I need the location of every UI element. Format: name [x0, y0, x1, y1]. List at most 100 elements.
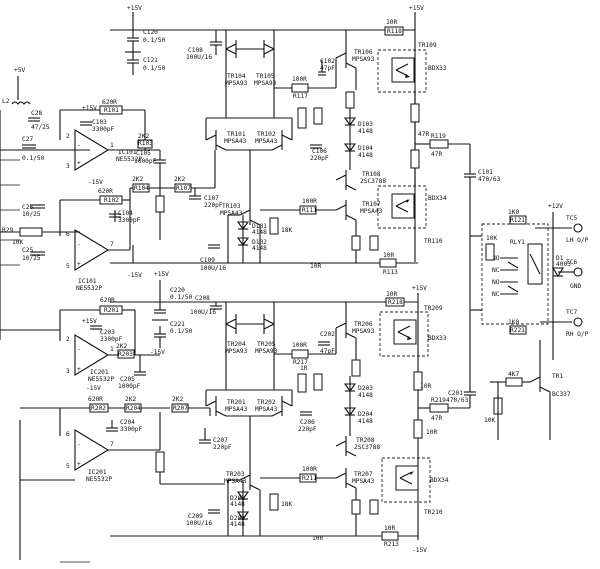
svg-text:R113: R113 — [383, 269, 398, 276]
res-val: 620R — [98, 188, 113, 195]
diode-part: 4148 — [252, 229, 267, 236]
cap-c108: C108 100U/16 — [186, 30, 222, 61]
resistor-r101: 620R R101 — [99, 99, 123, 115]
tr-part: 2SC3788 — [360, 178, 386, 185]
rail-label: -15V — [150, 349, 165, 356]
cap-ref: C201 — [448, 390, 463, 397]
cap-val: 100U/16 — [186, 54, 212, 61]
opamp-ic101-mid: - + 6 5 7 IC101 NE5532P — [66, 229, 114, 292]
svg-text:-: - — [77, 241, 81, 248]
tr-part: MPSA93 — [352, 56, 375, 63]
diode-ref: D101 — [252, 223, 267, 230]
tr-ref: TR104 — [227, 73, 246, 80]
transistor-tr210: TR210 BDX34 — [381, 457, 449, 516]
tr-ref: TR207 — [354, 471, 373, 478]
cap-ref: C105 — [136, 150, 151, 157]
cap-val: 1000pF — [134, 158, 157, 165]
terminal-ref: TC7 — [566, 309, 577, 316]
cap-ref: C107 — [204, 195, 219, 202]
svg-text:R121: R121 — [510, 217, 525, 224]
svg-text:10R: 10R — [426, 429, 437, 436]
resistor-r29: R29 10K — [0, 227, 80, 246]
transistor-tr202: TR202 MPSA43 — [255, 396, 293, 417]
svg-text:R111: R111 — [302, 207, 317, 214]
diode-d103: D103 4148 — [343, 117, 373, 135]
cap-c102: C102 47pF — [318, 58, 335, 76]
input-section-left: +5V L2 — [0, 67, 90, 340]
cap-c205: C205 1000pF — [118, 355, 146, 390]
svg-text:3: 3 — [66, 368, 70, 375]
cap-val: 220pF — [310, 155, 329, 162]
svg-text:R203: R203 — [118, 351, 133, 358]
tr-part: MPSA93 — [352, 328, 375, 335]
svg-text:7: 7 — [110, 441, 114, 448]
cap-val: 220pF — [213, 444, 232, 451]
cap-val: 470/63 — [478, 176, 501, 183]
res-val: 100R — [292, 342, 307, 349]
res-val: 100R — [292, 76, 307, 83]
rail-label: +15V — [409, 5, 424, 12]
diode-d204: D204 4148 — [343, 407, 373, 425]
cap-val: 0.1/50 — [22, 155, 45, 162]
tr-ref: TR108 — [362, 171, 381, 178]
inductor-label: L2 — [2, 98, 10, 105]
tr-ref: TR201 — [227, 399, 246, 406]
cap-c27: C27 0.1/50 — [22, 136, 45, 162]
res-val: 2K2 — [125, 396, 136, 403]
svg-text:2: 2 — [66, 336, 70, 343]
transistor-tr105: TR105 MPSA93 — [254, 30, 277, 87]
tr-part: BDX34 — [430, 477, 449, 484]
tr-part: MPSA43 — [225, 406, 248, 413]
cap-ref: C205 — [120, 376, 135, 383]
cap-ref: C206 — [300, 419, 315, 426]
terminal-tc7: TC7 RH O/P — [566, 309, 589, 338]
cap-c201: C201 470/63 — [446, 380, 476, 408]
svg-text:R118: R118 — [387, 28, 402, 35]
transistor-tr102: TR102 MPSA43 — [255, 130, 293, 151]
svg-text:3: 3 — [66, 163, 70, 170]
tr-ref: TR203 — [226, 471, 245, 478]
terminal-label: RH O/P — [566, 331, 589, 338]
tr-part: MPSA43 — [255, 406, 278, 413]
cap-ref: C120 — [143, 29, 158, 36]
svg-text:10R: 10R — [310, 263, 321, 270]
cap-c105: C105 1000pF — [134, 150, 166, 165]
res-val: 47R — [431, 415, 442, 422]
diode-d101: D101 4148 — [236, 221, 267, 236]
svg-text:6: 6 — [66, 231, 70, 238]
diode-d102: D102 4148 — [236, 237, 267, 252]
svg-text:+15V: +15V — [82, 105, 97, 112]
terminal-ref: TC6 — [566, 259, 577, 266]
cap-ref: C108 — [188, 47, 203, 54]
cap-c107: C107 220pF — [189, 188, 223, 209]
diode-ref: D203 — [358, 385, 373, 392]
cap-val: 100U/16 — [186, 520, 212, 527]
svg-text:-: - — [77, 441, 81, 448]
cap-val: 100U/16 — [200, 265, 226, 272]
svg-text:R213: R213 — [384, 541, 399, 548]
svg-text:R101: R101 — [104, 107, 119, 114]
cap-c206: C206 220pF — [298, 411, 317, 433]
svg-text:R207: R207 — [173, 405, 188, 412]
svg-text:R201: R201 — [104, 307, 119, 314]
svg-text:R219: R219 — [431, 397, 446, 404]
resistor-r113: 10R R113 — [379, 252, 398, 276]
cap-val: 0.1/50 — [170, 294, 193, 301]
cap-val: 3300pF — [118, 217, 141, 224]
res-val: 47R — [431, 151, 442, 158]
opamp-ic101-top: - + 2 3 1 +15V -15V IC101 NE5532P — [66, 105, 142, 186]
transistor-tr203: TR203 MPSA43 — [224, 470, 261, 491]
tr-part: MPSA43 — [220, 210, 243, 217]
resistor-r103: 2K2 R103 — [137, 133, 153, 149]
terminal-label: LH O/P — [566, 237, 589, 244]
opamp-part: NE5532P — [88, 376, 114, 383]
terminal-ref: TC5 — [566, 215, 577, 222]
cap-c221: C221 0.1/50 — [154, 321, 193, 348]
resistor-r201: 620R R201 — [99, 297, 123, 315]
resistor-r211: 100R R211 — [299, 466, 317, 483]
res-val: 620R — [102, 99, 117, 106]
opamp-part: NE5532P — [86, 476, 112, 483]
tr-ref: TR109 — [418, 42, 437, 49]
diode-part: 4148 — [358, 128, 373, 135]
tr-part: MPSA43 — [352, 478, 375, 485]
